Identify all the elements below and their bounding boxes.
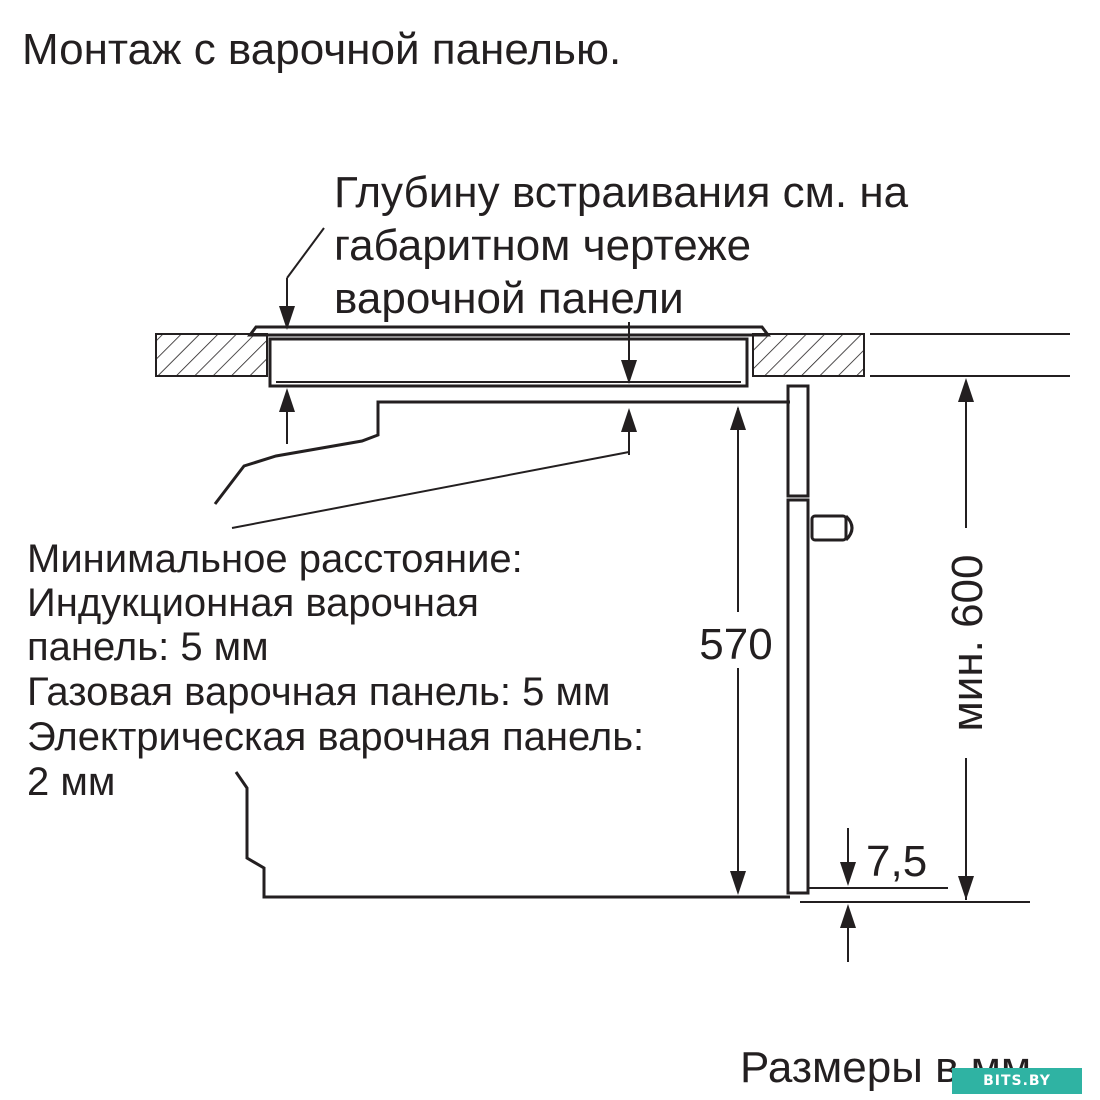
hob	[247, 325, 771, 388]
dimension-570	[730, 406, 746, 895]
depth-note-line-3: варочной панели	[334, 274, 684, 323]
depth-note-line-1: Глубину встраивания см. на	[334, 168, 909, 217]
min-distance-line-2: Индукционная варочная	[27, 581, 479, 625]
cabinet-edge-lines	[870, 333, 1070, 377]
min-distance-line-4: Газовая варочная панель: 5 мм	[27, 670, 610, 714]
gap-arrows	[279, 388, 637, 455]
min-distance-notes: Минимальное расстояние: Индукционная вар…	[27, 537, 644, 804]
min-distance-line-3: панель: 5 мм	[27, 625, 269, 669]
oven-body	[213, 384, 854, 899]
dimension-600-label: мин. 600	[943, 555, 992, 732]
depth-leader	[279, 227, 325, 330]
watermark-badge: BITS.BY	[952, 1068, 1082, 1094]
dimension-7-5	[800, 828, 1030, 962]
depth-note-line-2: габаритном чертеже	[334, 221, 751, 270]
min-distance-line-5: Электрическая варочная панель:	[27, 715, 644, 759]
worktop-left	[155, 333, 268, 377]
hob-depth-arrow	[621, 322, 637, 384]
worktop-right	[752, 333, 865, 377]
dimension-7-5-label: 7,5	[866, 837, 927, 886]
dimension-570-label: 570	[699, 620, 772, 669]
min-distance-line-6: 2 мм	[27, 760, 115, 804]
dimension-600	[958, 378, 974, 900]
page-title: Монтаж с варочной панелью.	[22, 25, 621, 74]
min-distance-line-1: Минимальное расстояние:	[27, 537, 523, 581]
